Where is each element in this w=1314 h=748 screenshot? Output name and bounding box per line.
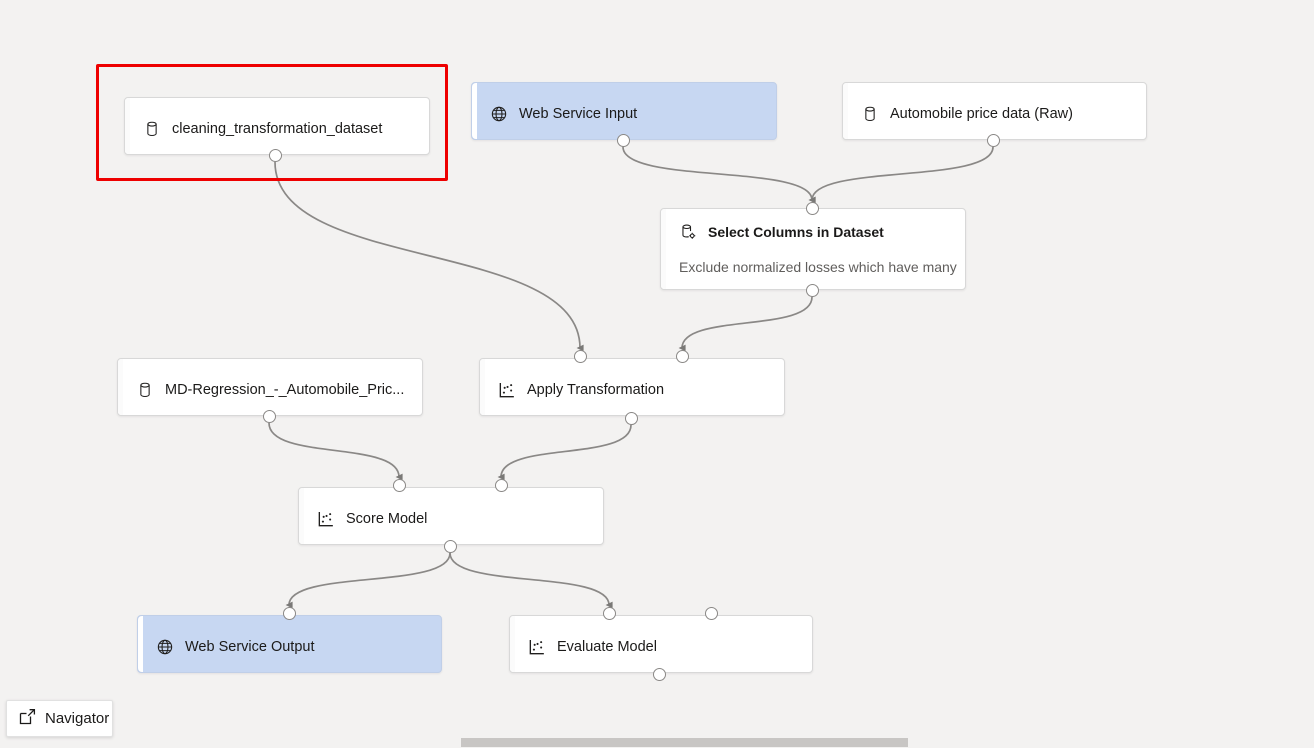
globe-icon: [491, 106, 507, 122]
input-port-evaluate-model-1[interactable]: [704, 606, 718, 620]
node-header: Score Model: [317, 510, 427, 528]
navigator-button[interactable]: Navigator: [6, 700, 113, 737]
database-icon: [865, 106, 875, 122]
horizontal-scrollbar[interactable]: [0, 735, 1314, 748]
output-port-score-model-0[interactable]: [443, 539, 457, 553]
node-accent-bar: [118, 359, 123, 415]
input-port-evaluate-model-0[interactable]: [602, 606, 616, 620]
scatter-chart-icon: [499, 382, 514, 398]
node-title: Select Columns in Dataset: [708, 224, 884, 240]
database-gear-icon: [682, 224, 696, 239]
node-web-service-input[interactable]: Web Service Input: [471, 82, 777, 140]
node-score-model[interactable]: Score Model: [298, 487, 604, 545]
database-icon: [147, 121, 157, 137]
output-port-cleaning-transformation-dataset-0[interactable]: [268, 148, 282, 162]
node-header: Web Service Output: [156, 638, 315, 656]
scatter-chart-icon: [318, 511, 333, 527]
output-port-evaluate-model-0[interactable]: [652, 667, 666, 681]
edge-select-to-apply[interactable]: [678, 296, 813, 352]
input-port-apply-transformation-1[interactable]: [675, 349, 689, 363]
node-header: Web Service Input: [490, 105, 637, 123]
edge-apply-to-score[interactable]: [497, 424, 632, 481]
expand-navigator-icon: [19, 708, 36, 730]
node-header: MD-Regression_-_Automobile_Pric...: [136, 381, 404, 399]
node-cleaning-transformation-dataset[interactable]: cleaning_transformation_dataset: [124, 97, 430, 155]
node-title: Evaluate Model: [557, 639, 657, 655]
node-header: Automobile price data (Raw): [861, 105, 1073, 123]
node-md-regression-automobile-price[interactable]: MD-Regression_-_Automobile_Pric...: [117, 358, 423, 416]
globe-icon: [157, 639, 173, 655]
node-accent-bar: [472, 83, 477, 139]
node-title: Apply Transformation: [527, 382, 665, 398]
output-port-automobile-price-data-raw-0[interactable]: [986, 133, 1000, 147]
node-accent-bar: [510, 616, 515, 672]
node-web-service-output[interactable]: Web Service Output: [137, 615, 442, 673]
scatter-chart-icon: [529, 639, 544, 655]
node-accent-bar: [661, 209, 666, 289]
input-port-score-model-1[interactable]: [494, 478, 508, 492]
input-port-score-model-0[interactable]: [392, 478, 406, 492]
edge-mdregression-to-score[interactable]: [268, 422, 403, 481]
node-accent-bar: [480, 359, 485, 415]
input-port-select-columns-in-dataset-0[interactable]: [805, 201, 819, 215]
node-title: Web Service Output: [185, 639, 315, 655]
node-title: cleaning_transformation_dataset: [172, 121, 383, 137]
edge-score-to-evaluate[interactable]: [449, 552, 613, 609]
edge-score-to-wsoutput[interactable]: [285, 552, 451, 609]
node-accent-bar: [138, 616, 143, 672]
node-title: Score Model: [346, 511, 428, 527]
output-port-select-columns-in-dataset-0[interactable]: [805, 283, 819, 297]
output-port-web-service-input-0[interactable]: [616, 133, 630, 147]
node-subtitle: Exclude normalized losses which have man…: [679, 259, 957, 275]
node-header: Apply Transformation: [498, 381, 664, 399]
edge-wsinput-to-select[interactable]: [622, 146, 816, 204]
node-accent-bar: [843, 83, 848, 139]
input-port-web-service-output-0[interactable]: [282, 606, 296, 620]
node-header: cleaning_transformation_dataset: [143, 120, 382, 138]
edge-cleaning-to-apply[interactable]: [274, 161, 584, 352]
input-port-apply-transformation-0[interactable]: [573, 349, 587, 363]
node-automobile-price-data-raw[interactable]: Automobile price data (Raw): [842, 82, 1147, 140]
node-accent-bar: [125, 98, 130, 154]
output-port-md-regression-automobile-price-0[interactable]: [262, 409, 276, 423]
navigator-label: Navigator: [45, 710, 110, 727]
node-accent-bar: [299, 488, 304, 544]
node-title: Web Service Input: [519, 106, 638, 122]
node-header: Select Columns in Dataset: [679, 223, 884, 241]
node-title: MD-Regression_-_Automobile_Pric...: [165, 382, 405, 398]
node-title: Automobile price data (Raw): [890, 106, 1073, 122]
horizontal-scrollbar-thumb[interactable]: [461, 738, 908, 747]
output-port-apply-transformation-0[interactable]: [624, 411, 638, 425]
node-evaluate-model[interactable]: Evaluate Model: [509, 615, 813, 673]
database-icon: [140, 382, 150, 398]
node-apply-transformation[interactable]: Apply Transformation: [479, 358, 785, 416]
node-header: Evaluate Model: [528, 638, 657, 656]
edge-automobile-to-select[interactable]: [808, 146, 994, 204]
